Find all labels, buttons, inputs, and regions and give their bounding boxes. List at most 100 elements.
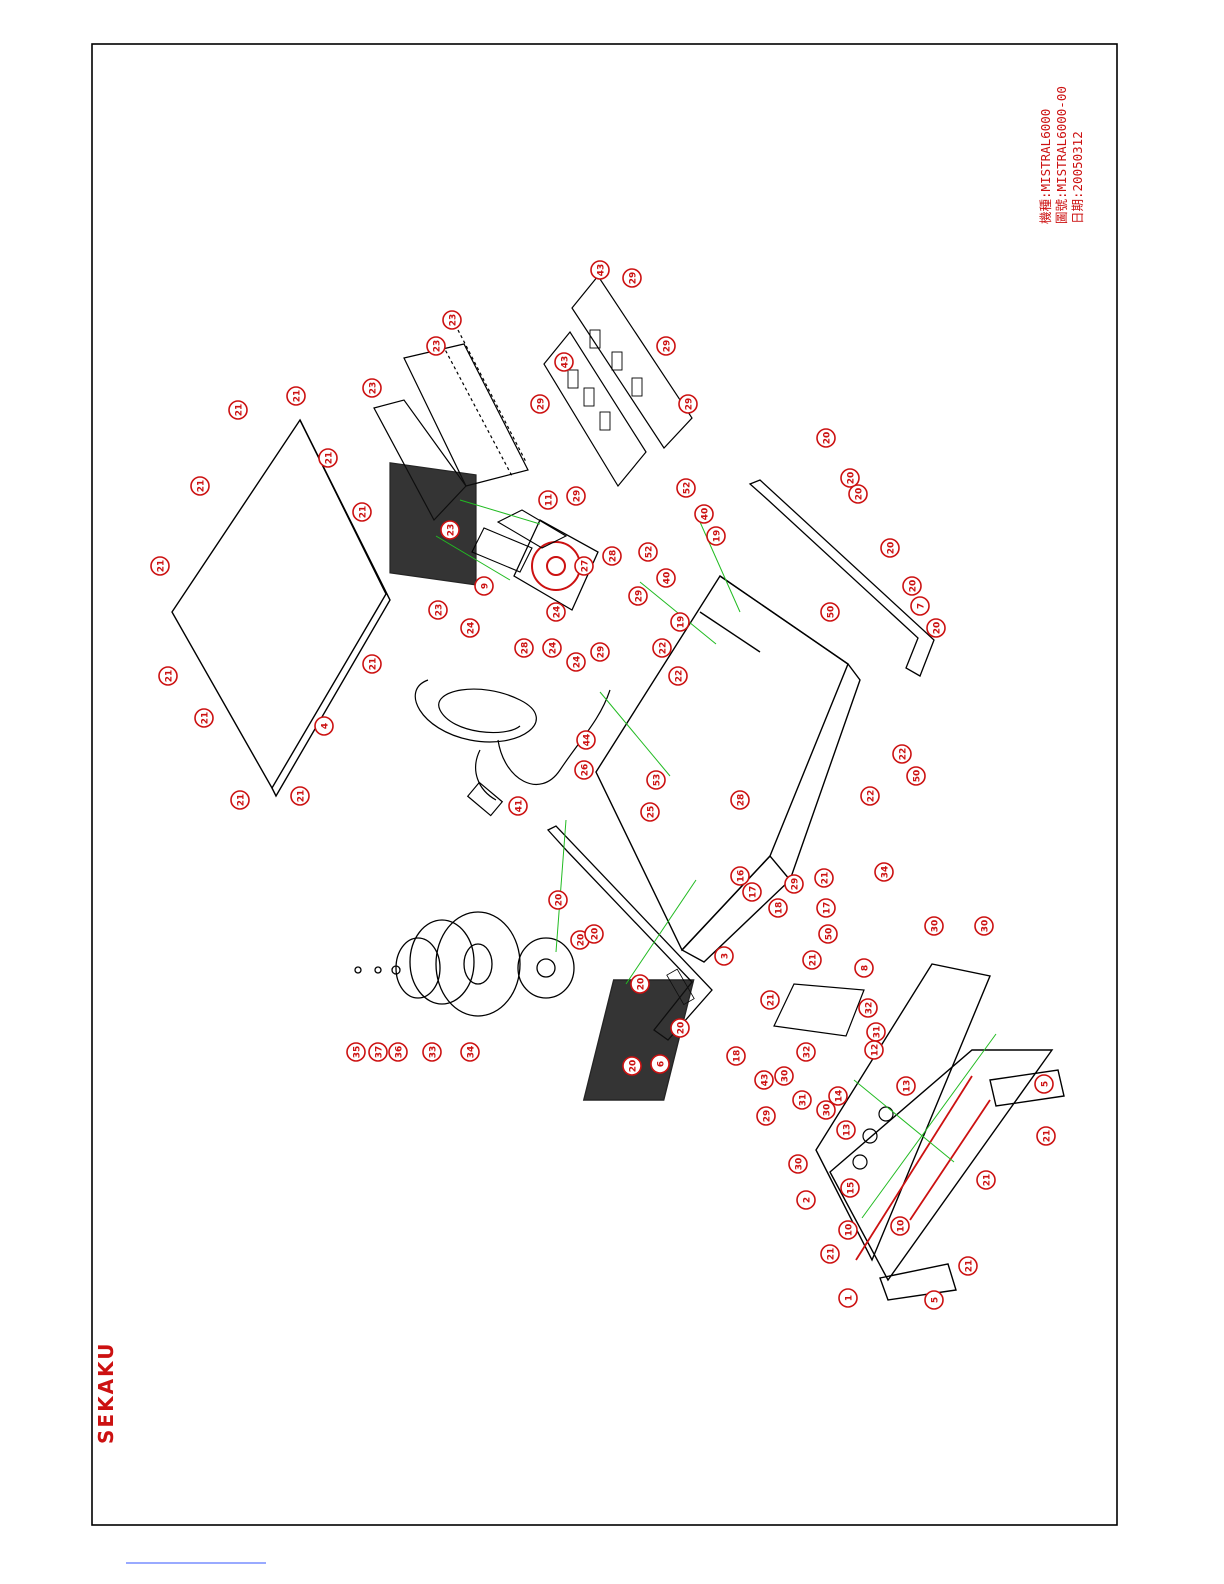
callout-label: 17: [823, 902, 833, 915]
callout-21: 21: [814, 868, 834, 888]
callout-circle: [756, 1106, 776, 1126]
callout-circle: [676, 478, 696, 498]
callout-label: 20: [847, 472, 857, 485]
callout-29: 29: [756, 1106, 776, 1126]
callout-circle: [864, 1040, 884, 1060]
callout-36: 36: [388, 1042, 408, 1062]
output-boards: [543, 274, 693, 488]
callout-30: 30: [924, 916, 944, 936]
callout-17: 17: [742, 882, 762, 902]
callout-28: 28: [602, 546, 622, 566]
callout-label: 21: [235, 404, 245, 417]
callout-circle: [796, 1042, 816, 1062]
callout-circle: [796, 1190, 816, 1210]
callout-label: 21: [197, 480, 207, 493]
callout-19: 19: [706, 526, 726, 546]
callout-label: 34: [881, 866, 891, 879]
callout-label: 1: [845, 1295, 855, 1301]
callout-label: 30: [931, 920, 941, 933]
callout-circle: [784, 874, 804, 894]
callout-21: 21: [194, 708, 214, 728]
callout-label: 29: [763, 1110, 773, 1123]
callout-label: 30: [781, 1070, 791, 1083]
callout-circle: [706, 526, 726, 546]
callout-circle: [460, 1042, 480, 1062]
callout-26: 26: [574, 760, 594, 780]
callout-circle: [840, 1178, 860, 1198]
callout-label: 43: [761, 1074, 771, 1087]
callout-label: 37: [375, 1046, 385, 1059]
callout-label: 21: [821, 872, 831, 885]
callout-circle: [670, 1018, 690, 1038]
callout-43: 43: [590, 260, 610, 280]
callout-label: 21: [965, 1260, 975, 1273]
callout-29: 29: [622, 268, 642, 288]
callout-41: 41: [508, 796, 528, 816]
callout-label: 23: [435, 604, 445, 617]
callout-circle: [352, 502, 372, 522]
callout-label: 33: [429, 1046, 439, 1059]
callout-label: 29: [791, 878, 801, 891]
callout-label: 20: [591, 928, 601, 941]
brand-logo: SEKAKU: [94, 1341, 118, 1444]
callout-29: 29: [656, 336, 676, 356]
callout-11: 11: [538, 490, 558, 510]
callout-circle: [896, 1076, 916, 1096]
callout-label: 21: [237, 794, 247, 807]
callout-25: 25: [640, 802, 660, 822]
callout-label: 29: [635, 590, 645, 603]
callout-29: 29: [628, 586, 648, 606]
callout-circle: [584, 924, 604, 944]
callout-circle: [816, 428, 836, 448]
callout-circle: [836, 1120, 856, 1140]
callout-label: 10: [897, 1220, 907, 1233]
callout-circle: [460, 618, 480, 638]
callout-circle: [542, 638, 562, 658]
callout-label: 53: [653, 774, 663, 787]
callout-circle: [742, 882, 762, 902]
callout-label: 5: [931, 1297, 941, 1303]
callout-label: 24: [573, 656, 583, 669]
callout-label: 40: [701, 508, 711, 521]
callout-circle: [548, 890, 568, 910]
callout-50: 50: [820, 602, 840, 622]
callout-9: 9: [474, 576, 494, 596]
callout-circle: [650, 1054, 670, 1074]
callout-34: 34: [460, 1042, 480, 1062]
callout-1: 1: [838, 1288, 858, 1308]
callout-label: 21: [157, 560, 167, 573]
callout-22: 22: [652, 638, 672, 658]
callout-32: 32: [858, 998, 878, 1018]
callout-label: 43: [561, 356, 571, 369]
callout-circle: [668, 666, 688, 686]
callout-label: 12: [871, 1044, 881, 1057]
callout-21: 21: [228, 400, 248, 420]
callout-circle: [858, 998, 878, 1018]
callout-label: 22: [867, 790, 877, 803]
callout-label: 29: [597, 646, 607, 659]
callout-label: 20: [637, 978, 647, 991]
callout-label: 21: [767, 994, 777, 1007]
callout-circle: [774, 1066, 794, 1086]
callout-circle: [514, 638, 534, 658]
callout-circle: [768, 898, 788, 918]
callout-label: 44: [583, 734, 593, 747]
callout-label: 21: [201, 712, 211, 725]
callout-circle: [428, 600, 448, 620]
callout-circle: [874, 862, 894, 882]
callout-53: 53: [646, 770, 666, 790]
callout-circle: [622, 1056, 642, 1076]
callout-label: 23: [449, 314, 459, 327]
callout-13: 13: [896, 1076, 916, 1096]
callout-label: 13: [843, 1124, 853, 1137]
callout-circle: [694, 504, 714, 524]
callout-circle: [590, 642, 610, 662]
callout-label: 24: [553, 606, 563, 619]
callout-circle: [820, 1244, 840, 1264]
callout-label: 15: [847, 1182, 857, 1195]
callout-circle: [574, 760, 594, 780]
callout-circle: [566, 486, 586, 506]
callout-21: 21: [820, 1244, 840, 1264]
callout-circle: [426, 336, 446, 356]
